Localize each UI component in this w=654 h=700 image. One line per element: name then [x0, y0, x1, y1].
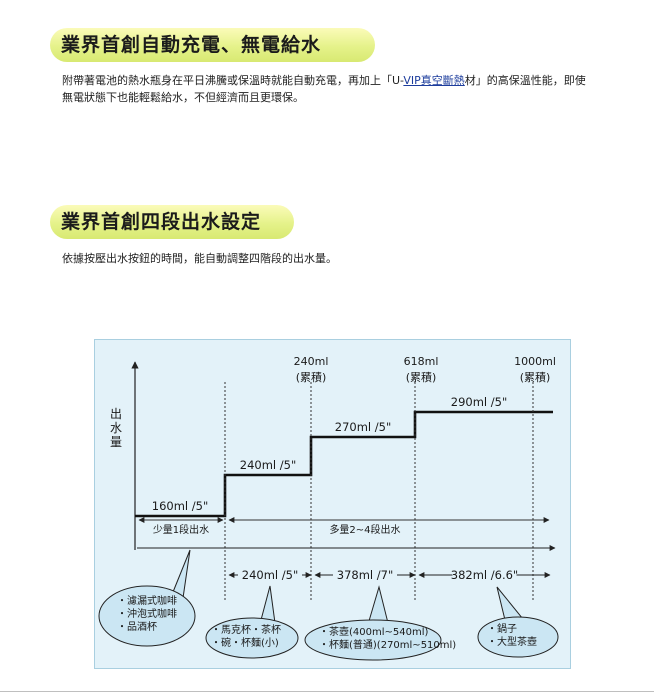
step-label: 240ml /5" — [240, 458, 296, 472]
callout-text: ・碗・杯麵(小) — [211, 636, 279, 649]
cumulative-value: 240ml — [294, 355, 329, 368]
segment-label: 378ml /7" — [337, 568, 393, 582]
step-line — [135, 410, 553, 518]
y-axis-label-char: 量 — [110, 435, 122, 449]
cumulative-note: (累積) — [406, 370, 437, 384]
callout-bubble — [304, 619, 442, 661]
callout-tail — [260, 585, 276, 624]
callout-text: ・沖泡式咖啡 — [117, 607, 177, 620]
cumulative-value: 1000ml — [514, 355, 556, 368]
section-title-text: 業界首創自動充電、無電給水 — [61, 34, 322, 56]
cumulative-value: 618ml — [404, 355, 439, 368]
section-title-four-stage: 業界首創四段出水設定 — [50, 205, 294, 239]
label-bg — [238, 566, 302, 582]
section-description-four-stage: 依據按壓出水按鈕的時間，能自動調整四階段的出水量。 — [62, 250, 582, 267]
multi-range-label: 多量2~4段出水 — [329, 523, 400, 536]
callout-bubble — [477, 616, 559, 658]
callout-text: ・鍋子 — [487, 622, 517, 635]
segment-label: 382ml /6.6" — [451, 568, 518, 582]
section-title-auto-charge: 業界首創自動充電、無電給水 — [50, 28, 375, 62]
footer-divider — [0, 691, 654, 692]
label-bg — [149, 522, 213, 536]
label-bg — [325, 522, 405, 536]
label-bg — [452, 566, 517, 582]
callout-text: ・茶壺(400ml~540ml) — [319, 625, 428, 638]
callout-tail — [496, 586, 525, 621]
section-title-text: 業界首創四段出水設定 — [61, 211, 262, 233]
segment-label: 240ml /5" — [242, 568, 298, 582]
callout-text: ・品酒杯 — [117, 620, 157, 633]
cumulative-note: (累積) — [520, 370, 551, 384]
description-text-before: 附帶著電池的熱水瓶身在平日沸騰或保溫時就能自動充電，再加上「U- — [62, 74, 404, 87]
step-label: 270ml /5" — [335, 420, 391, 434]
callout-bubble — [205, 617, 299, 659]
description-text-after: 材」的高保溫性能，即使無電狀態下也能輕鬆給水，不但經濟而且更環保。 — [62, 74, 586, 104]
y-axis-label-char: 水 — [110, 421, 122, 435]
callout-tail — [368, 585, 389, 624]
water-output-diagram: 出水量 160ml /5" 240ml /5" 270ml /5" 290ml /5" 2… — [94, 339, 571, 669]
callout-text: ・大型茶壺 — [487, 635, 537, 648]
section-description-auto-charge: 附帶著電池的熱水瓶身在平日沸騰或保溫時就能自動充電，再加上「U-VIP真空斷熱材… — [62, 72, 592, 106]
label-bg — [333, 566, 397, 582]
y-axis-label-char: 出 — [110, 407, 122, 421]
callout-tail — [172, 549, 191, 599]
diagram-canvas: 出水量 160ml /5" 240ml /5" 270ml /5" 290ml /5" 2… — [98, 355, 559, 661]
vip-insulation-link[interactable]: VIP真空斷熱 — [403, 74, 465, 87]
description-text: 依據按壓出水按鈕的時間，能自動調整四階段的出水量。 — [62, 252, 337, 265]
single-range-label: 少量1段出水 — [153, 523, 209, 536]
step-label: 290ml /5" — [451, 395, 507, 409]
callout-text: ・馬克杯・茶杯 — [211, 623, 281, 636]
cumulative-note: (累積) — [296, 370, 327, 384]
step-label: 160ml /5" — [152, 499, 208, 513]
callout-bubble — [98, 585, 196, 647]
callout-text: ・杯麵(普通)(270ml~510ml) — [319, 638, 456, 651]
callout-text: ・濾漏式咖啡 — [117, 594, 177, 607]
